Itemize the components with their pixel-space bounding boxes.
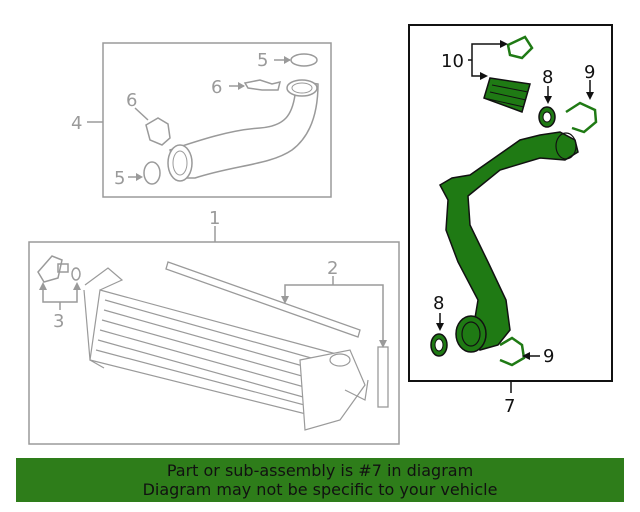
banner-line-2: Diagram may not be specific to your vehi… [142,480,498,499]
callout-5-top: 5 [257,50,268,71]
pipe-part-7 [438,131,579,351]
intercooler-part-1 [83,267,369,431]
callout-8-top: 8 [542,67,553,88]
part-info-banner: Part or sub-assembly is #7 in diagram Di… [16,458,624,502]
assembly-4-group: 4 5 6 6 5 [71,42,332,198]
callout-7: 7 [504,396,515,417]
strip-part-2-rod [165,261,361,338]
sensor-part-3 [37,255,81,283]
callout-10: 10 [441,51,464,72]
pipe-part-4 [169,81,319,179]
callout-5-left: 5 [114,168,125,189]
seal-part-5-left [143,161,161,185]
callout-6-top: 6 [211,77,222,98]
clamp-part-10 [506,35,534,60]
callout-9-bottom: 9 [543,346,554,367]
callout-1: 1 [209,208,220,229]
callout-6-left: 6 [126,90,137,111]
banner-line-1: Part or sub-assembly is #7 in diagram [166,461,474,480]
boot-part-10 [483,77,531,113]
callout-8-bottom: 8 [433,293,444,314]
clip-part-9-top [565,101,598,134]
strip-part-2-pad [377,346,389,408]
callout-9-top: 9 [584,62,595,83]
clip-part-9-bottom [499,336,526,367]
clip-part-6-left [145,117,171,146]
assembly-4-box [102,42,332,198]
callout-4: 4 [71,113,82,134]
seal-part-5-top [290,53,318,67]
assembly-1-group: 1 3 [28,208,400,445]
callout-2: 2 [327,258,338,279]
assembly-7-group: 7 10 8 9 8 [408,24,613,417]
clip-part-6-top [243,79,282,91]
assembly-1-box [28,241,400,445]
callout-3: 3 [53,311,64,332]
